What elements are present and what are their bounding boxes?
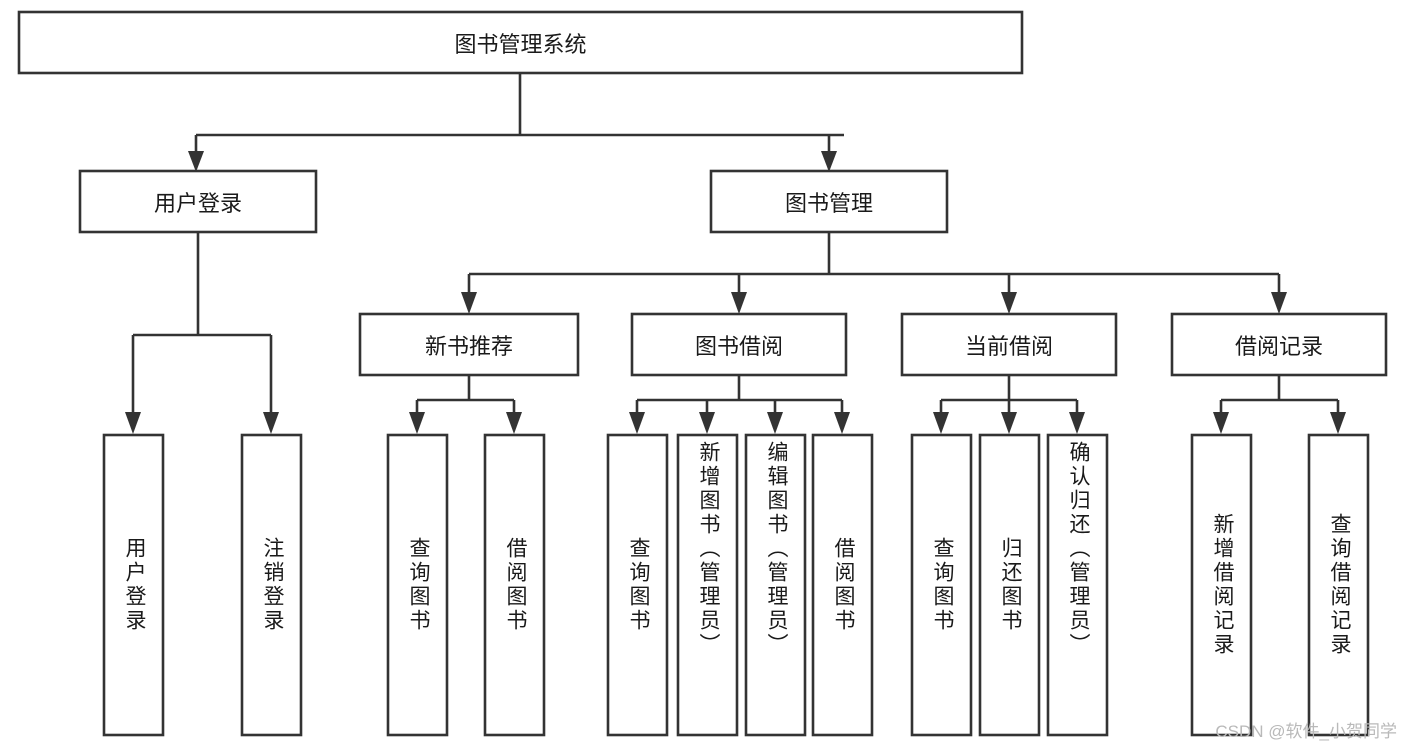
node-box-leaf-user-login[interactable] <box>102 433 165 737</box>
node-box-leaf-return-book[interactable] <box>978 433 1041 737</box>
connector-bookborrow-to-leaves <box>629 375 850 434</box>
node-box-leaf-add-book[interactable] <box>676 433 739 737</box>
connector-bookmgmt-to-level2 <box>461 232 1287 314</box>
connector-userlogin-to-leaves <box>125 232 279 434</box>
connector-borrowrecord-to-leaves <box>1213 375 1346 434</box>
csdn-watermark: CSDN @软件_小贺同学 <box>1215 722 1397 741</box>
node-box-user-login[interactable] <box>78 169 318 234</box>
node-box-root[interactable] <box>17 10 1024 75</box>
node-box-leaf-edit-book[interactable] <box>744 433 807 737</box>
node-box-leaf-confirm-return[interactable] <box>1046 433 1109 737</box>
node-box-leaf-query-record[interactable] <box>1307 433 1370 737</box>
node-box-leaf-logout[interactable] <box>240 433 303 737</box>
node-box-leaf-query-book-1[interactable] <box>386 433 449 737</box>
connector-newbook-to-leaves <box>409 375 522 434</box>
node-box-borrow-record[interactable] <box>1170 312 1388 377</box>
connector-currentborrow-to-leaves <box>933 375 1085 434</box>
node-box-leaf-query-book-3[interactable] <box>910 433 973 737</box>
node-box-new-book-rec[interactable] <box>358 312 580 377</box>
node-box-leaf-borrow-book-1[interactable] <box>483 433 546 737</box>
node-box-leaf-borrow-book-2[interactable] <box>811 433 874 737</box>
node-box-book-mgmt[interactable] <box>709 169 949 234</box>
node-box-current-borrow[interactable] <box>900 312 1118 377</box>
connector-root-to-level1 <box>188 73 844 172</box>
node-box-leaf-add-record[interactable] <box>1190 433 1253 737</box>
node-box-leaf-query-book-2[interactable] <box>606 433 669 737</box>
node-box-book-borrow[interactable] <box>630 312 848 377</box>
